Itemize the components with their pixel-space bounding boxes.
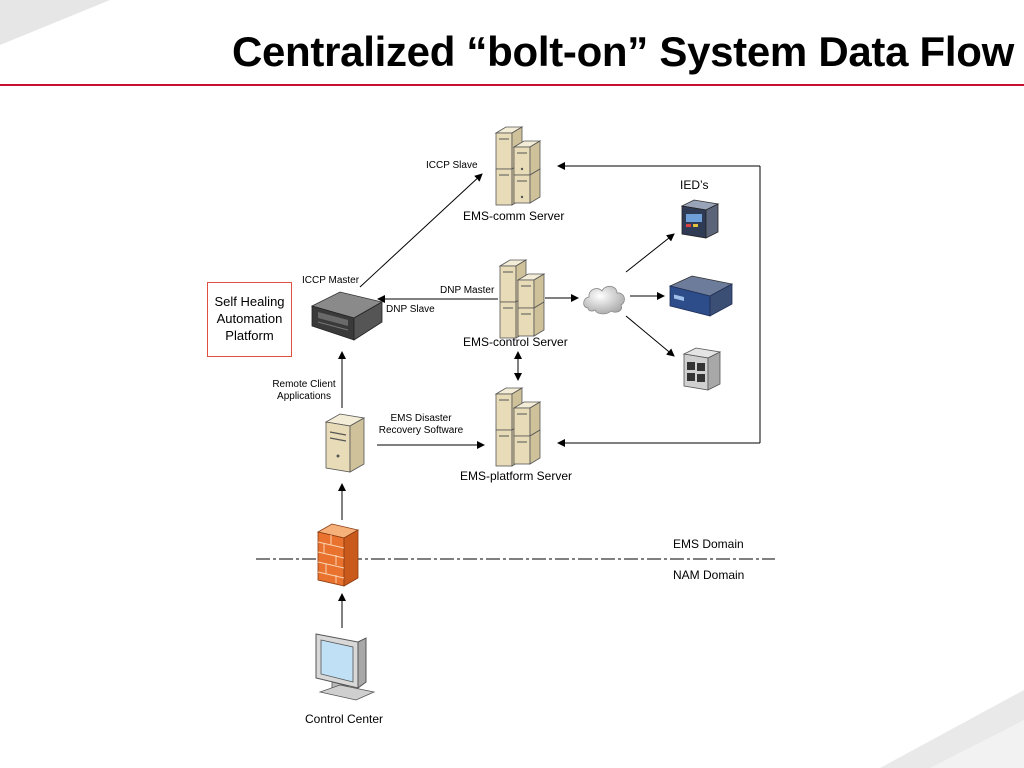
slide-title: Centralized “bolt-on” System Data Flow [231,28,1014,75]
firewall-icon [316,523,360,587]
ems-comm-server-stack-icon [494,126,542,206]
remote-client-label-line1: Remote Client [272,379,336,390]
ems-control-server-stack-icon [498,259,546,339]
ems-control-server-label: EMS-control Server [463,335,568,349]
remote-client-label: Remote Client Applications [262,379,346,402]
dnp-master-label: DNP Master [440,285,495,296]
self-healing-automation-platform-box: Self Healing Automation Platform [207,282,292,357]
tower-server-icon [324,413,366,473]
ems-comm-server-label: EMS-comm Server [463,209,565,223]
nam-domain-label: NAM Domain [673,568,745,582]
iccp-slave-label: ICCP Slave [426,160,478,171]
remote-client-label-line2: Applications [277,390,331,402]
cloud-to-ied1-link [625,233,675,273]
ems-disaster-recovery-label: EMS Disaster Recovery Software [371,413,471,436]
ems-disaster-label-line2: Recovery Software [378,424,464,436]
monitor-icon [315,633,376,701]
cloud-icon [583,285,625,315]
ied-device-icon [682,347,722,391]
cloud-to-ied3-link [625,315,675,357]
iccp-link [359,173,483,288]
ied-device-icon [668,275,734,317]
ems-platform-server-label: EMS-platform Server [460,469,573,483]
ied-device-icon [680,199,720,239]
ems-platform-server-stack-icon [494,387,542,467]
ems-disaster-label-line1: EMS Disaster [390,413,452,424]
dnp-slave-label: DNP Slave [386,304,435,315]
iccp-master-label: ICCP Master [302,275,360,286]
rack-appliance-icon [310,291,384,341]
shap-label: Self Healing Automation Platform [214,294,285,343]
control-center-label: Control Center [305,712,384,726]
ems-domain-label: EMS Domain [673,537,744,551]
title-divider [0,84,1024,86]
ieds-label: IED’s [680,178,709,192]
